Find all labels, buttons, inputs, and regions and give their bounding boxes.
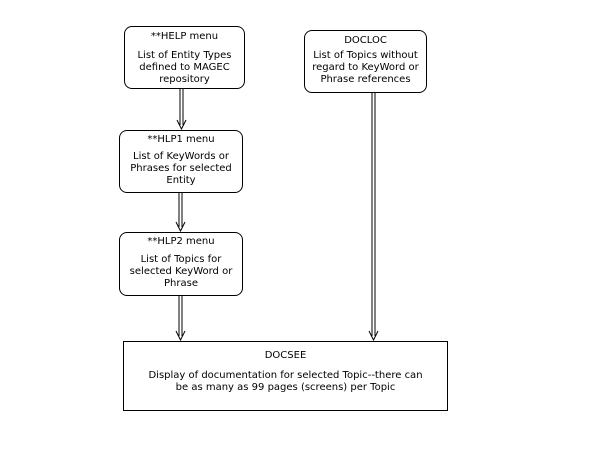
hlp1-menu-title: **HLP1 menu <box>147 134 215 145</box>
arrow-help-to-hlp1 <box>176 89 187 131</box>
hlp2-menu-title: **HLP2 menu <box>147 236 215 247</box>
arrow-hlp2-to-docsee <box>175 296 186 342</box>
help-menu-description: List of Entity Types defined to MAGEC re… <box>137 50 232 85</box>
hlp2-menu-node: **HLP2 menu List of Topics for selected … <box>119 232 243 296</box>
help-menu-node: **HELP menu List of Entity Types defined… <box>124 26 245 89</box>
arrow-hlp1-to-hlp2 <box>175 193 186 233</box>
docloc-description: List of Topics without regard to KeyWord… <box>312 50 419 85</box>
hlp1-menu-node: **HLP1 menu List of KeyWords or Phrases … <box>119 130 243 193</box>
help-menu-title: **HELP menu <box>150 31 219 42</box>
hlp1-menu-description: List of KeyWords or Phrases for selected… <box>130 151 232 186</box>
docloc-title: DOCLOC <box>344 35 387 46</box>
docsee-title: DOCSEE <box>264 350 307 361</box>
docsee-node: DOCSEE Display of documentation for sele… <box>123 341 448 411</box>
arrow-docloc-to-docsee <box>368 93 379 342</box>
docloc-node: DOCLOC List of Topics without regard to … <box>304 30 427 93</box>
docsee-description: Display of documentation for selected To… <box>148 370 423 393</box>
hlp2-menu-description: List of Topics for selected KeyWord or P… <box>129 254 233 289</box>
